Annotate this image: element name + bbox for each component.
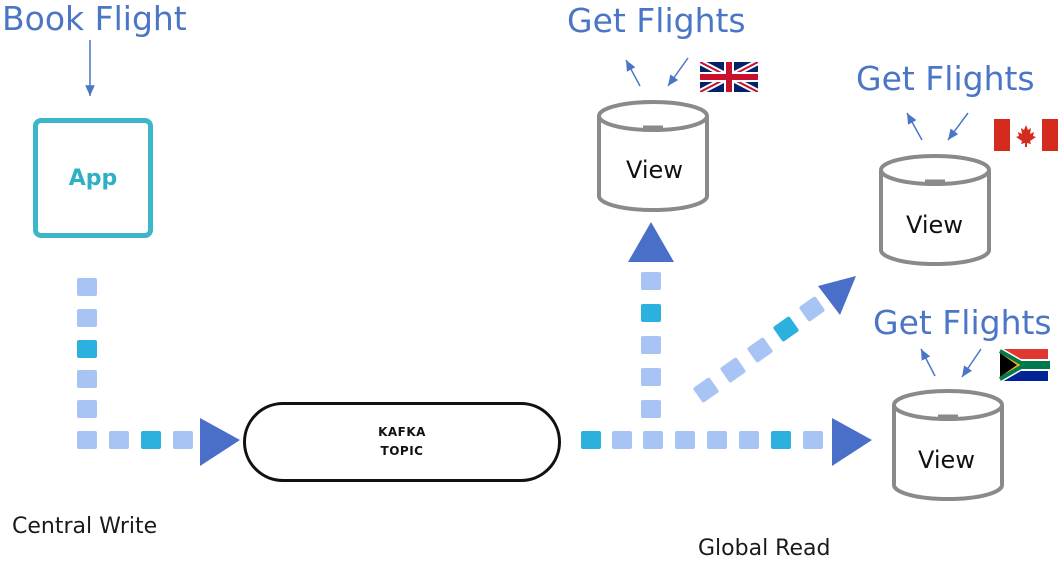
global-read-caption: Global Read (698, 536, 831, 561)
write-horizontal-dots (77, 431, 193, 449)
dot (675, 431, 695, 449)
book-flight-title: Book Flight (2, 0, 187, 38)
dot (641, 400, 661, 418)
read-horizontal-dots (581, 431, 823, 449)
dot (693, 377, 719, 403)
dot (77, 400, 97, 418)
dot (773, 316, 799, 342)
read-arrowhead-uk (628, 222, 674, 262)
query-arrows-south-africa (920, 348, 982, 378)
south-africa-flag-icon (999, 347, 1050, 383)
dot (581, 431, 601, 449)
dot (109, 431, 129, 449)
database-icon-canada (879, 154, 991, 266)
dot (720, 357, 746, 383)
dot (173, 431, 193, 449)
read-vertical-dots (641, 272, 661, 418)
dot (77, 278, 97, 296)
write-vertical-dots (77, 278, 97, 418)
read-arrowhead-canada (818, 276, 856, 315)
dot (739, 431, 759, 449)
dot (799, 296, 825, 322)
central-write-caption: Central Write (12, 514, 158, 539)
read-arrowhead-south-africa (832, 418, 872, 466)
app-box: App (33, 118, 153, 238)
get-flights-title-canada: Get Flights (856, 59, 1035, 98)
dot (771, 431, 791, 449)
kafka-label-line2: TOPIC (380, 444, 424, 458)
get-flights-title-uk: Get Flights (567, 1, 746, 40)
dot (643, 431, 663, 449)
dot (77, 340, 97, 358)
dot (641, 304, 661, 322)
view-label-uk: View (626, 156, 683, 184)
kafka-topic: KAFKA TOPIC (243, 402, 561, 482)
canada-flag-icon (994, 119, 1058, 151)
dot (77, 431, 97, 449)
view-label-south-africa: View (918, 446, 975, 474)
view-label-canada: View (906, 211, 963, 239)
dot (77, 309, 97, 327)
read-diagonal-dots (693, 296, 825, 403)
kafka-label-line1: KAFKA (378, 424, 426, 439)
dot (803, 431, 823, 449)
database-icon-south-africa (892, 389, 1004, 501)
get-flights-title-south-africa: Get Flights (873, 303, 1052, 342)
query-arrows-uk (625, 57, 689, 87)
write-arrowhead (200, 418, 240, 466)
dot (641, 368, 661, 386)
uk-flag-icon (700, 62, 758, 92)
app-label: App (68, 165, 118, 191)
dot (641, 272, 661, 290)
dot (641, 336, 661, 354)
dot (77, 370, 97, 388)
query-arrows-canada (906, 112, 969, 141)
dot (141, 431, 161, 449)
dot (747, 337, 773, 363)
dot (612, 431, 632, 449)
dot (707, 431, 727, 449)
